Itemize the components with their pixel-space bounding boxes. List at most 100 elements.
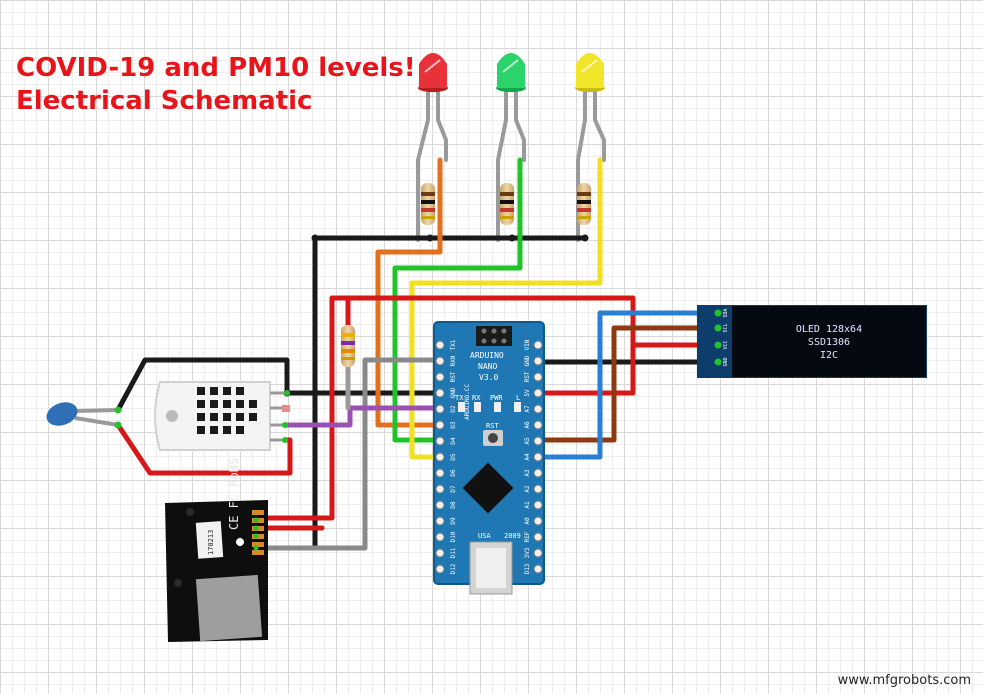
pin-left-d9[interactable] bbox=[435, 516, 445, 526]
pin-label-a1: A1 bbox=[524, 501, 531, 509]
dht22-sensor[interactable] bbox=[154, 381, 290, 451]
pin-right-a2[interactable] bbox=[533, 484, 543, 494]
wire-5v-red[interactable] bbox=[249, 295, 636, 521]
pin-left-gnd[interactable] bbox=[435, 388, 445, 398]
resistor-led-red[interactable] bbox=[421, 183, 435, 225]
pin-right-d13[interactable] bbox=[533, 564, 543, 574]
pin-right-a6[interactable] bbox=[533, 420, 543, 430]
pin-label-d9: D9 bbox=[450, 517, 457, 525]
wire-blue-sda[interactable] bbox=[535, 310, 721, 460]
led-green-body bbox=[497, 53, 525, 88]
pin-right-a1[interactable] bbox=[533, 500, 543, 510]
wire-purple-d2[interactable] bbox=[282, 405, 443, 428]
pin-label-d13: D13 bbox=[524, 563, 531, 574]
pin-label-rst: RST bbox=[524, 371, 531, 382]
mount-hole-icon bbox=[166, 410, 178, 422]
pin-left-d3[interactable] bbox=[435, 420, 445, 430]
pin-right-a7[interactable] bbox=[533, 404, 543, 414]
pin-right-a4[interactable] bbox=[533, 452, 543, 462]
pin-left-tx1[interactable] bbox=[435, 340, 445, 350]
wire-5v-dht[interactable] bbox=[115, 422, 293, 476]
wire-orange-d3[interactable] bbox=[375, 157, 443, 428]
pin-left-d2[interactable] bbox=[435, 404, 445, 414]
arduino-nano[interactable]: TX RX PWR L RST ARDUINO NANO V3.0 ARDUIN… bbox=[433, 321, 545, 595]
led-green[interactable] bbox=[496, 53, 526, 92]
oled-pin-header: SDA SCL VCC GND bbox=[714, 308, 729, 367]
oled-pin-label-scl: SCL bbox=[723, 323, 729, 332]
pin-label-d2: D2 bbox=[450, 405, 457, 413]
status-leds bbox=[458, 402, 521, 412]
pin-left-d4[interactable] bbox=[435, 436, 445, 446]
resistor-led-yellow[interactable] bbox=[577, 183, 591, 225]
wire-grey-pm[interactable] bbox=[249, 357, 443, 551]
pin-label-vin: VIN bbox=[524, 339, 531, 350]
pin-left-rst[interactable] bbox=[435, 372, 445, 382]
pin-left-rx0[interactable] bbox=[435, 356, 445, 366]
watermark: www.mfgrobots.com bbox=[837, 673, 971, 688]
pin-label-d5: D5 bbox=[450, 453, 457, 461]
pin-label-rx0: RX0 bbox=[450, 355, 457, 366]
pin-label-gnd: GND bbox=[524, 355, 531, 366]
pin-label-tx1: TX1 bbox=[450, 339, 457, 350]
led-label-pwr: PWR bbox=[490, 394, 503, 402]
pin-right-gnd[interactable] bbox=[533, 356, 543, 366]
oled-pin-gnd[interactable] bbox=[714, 358, 722, 366]
pin-left-d5[interactable] bbox=[435, 452, 445, 462]
led-label-rx: RX bbox=[472, 394, 481, 402]
pin-left-d12[interactable] bbox=[435, 564, 445, 574]
oled-line-3: I2C bbox=[820, 350, 838, 361]
pin-left-d7[interactable] bbox=[435, 484, 445, 494]
oled-pin-scl[interactable] bbox=[714, 324, 722, 332]
pin-left-d8[interactable] bbox=[435, 500, 445, 510]
pin-right-a0[interactable] bbox=[533, 516, 543, 526]
oled-pin-vcc[interactable] bbox=[714, 341, 722, 349]
board-site: ARDUINO.CC bbox=[464, 383, 471, 420]
rst-label: RST bbox=[486, 422, 499, 430]
pin-right-vin[interactable] bbox=[533, 340, 543, 350]
wire-yellow-d5[interactable] bbox=[409, 157, 603, 460]
oled-line-1: OLED 128x64 bbox=[796, 324, 862, 335]
pin-label-gnd: GND bbox=[450, 387, 457, 398]
led-label-tx: TX bbox=[455, 394, 464, 402]
pin-right-a3[interactable] bbox=[533, 468, 543, 478]
pin-left-d11[interactable] bbox=[435, 548, 445, 558]
resistor-pullup[interactable] bbox=[341, 325, 355, 367]
pin-right-ref[interactable] bbox=[533, 532, 543, 542]
pin-label-3v3: 3V3 bbox=[524, 547, 531, 558]
pin-right-5v[interactable] bbox=[533, 388, 543, 398]
pin-label-d11: D11 bbox=[450, 547, 457, 558]
resistor-led-green[interactable] bbox=[500, 183, 514, 225]
pin-label-a2: A2 bbox=[524, 485, 531, 493]
oled-pin-label-vcc: VCC bbox=[723, 340, 729, 349]
pin-right-a5[interactable] bbox=[533, 436, 543, 446]
wire-gnd-dht[interactable] bbox=[115, 357, 443, 413]
pin-label-a3: A3 bbox=[524, 469, 531, 477]
pin-label-d3: D3 bbox=[450, 421, 457, 429]
pm-sensor-fan bbox=[195, 574, 263, 642]
pin-left-d10[interactable] bbox=[435, 532, 445, 542]
pin-label-a4: A4 bbox=[524, 453, 531, 461]
pin-label-d7: D7 bbox=[450, 485, 457, 493]
pin-label-rst: RST bbox=[450, 371, 457, 382]
wire-5v-pullup[interactable] bbox=[329, 295, 351, 328]
led-yellow[interactable] bbox=[575, 53, 605, 92]
board-year: 2009 bbox=[504, 532, 521, 540]
led-red[interactable] bbox=[418, 53, 448, 92]
pin-label-ref: REF bbox=[524, 531, 531, 542]
pm-sensor[interactable]: CE FC RoHS 170213 bbox=[165, 458, 268, 642]
capacitor[interactable] bbox=[43, 398, 122, 430]
oled-pin-label-gnd: GND bbox=[723, 357, 729, 366]
pin-label-5v: 5V bbox=[524, 389, 531, 397]
oled-screen bbox=[732, 306, 926, 377]
pin-left-d6[interactable] bbox=[435, 468, 445, 478]
pm-sensor-label: 170213 bbox=[207, 530, 215, 555]
board-version: V3.0 bbox=[479, 373, 498, 382]
pin-label-a0: A0 bbox=[524, 517, 531, 525]
pin-right-rst[interactable] bbox=[533, 372, 543, 382]
wire-brown-scl[interactable] bbox=[535, 325, 721, 443]
oled-pin-label-sda: SDA bbox=[723, 308, 729, 317]
oled-pin-sda[interactable] bbox=[714, 309, 722, 317]
pin-right-3v3[interactable] bbox=[533, 548, 543, 558]
